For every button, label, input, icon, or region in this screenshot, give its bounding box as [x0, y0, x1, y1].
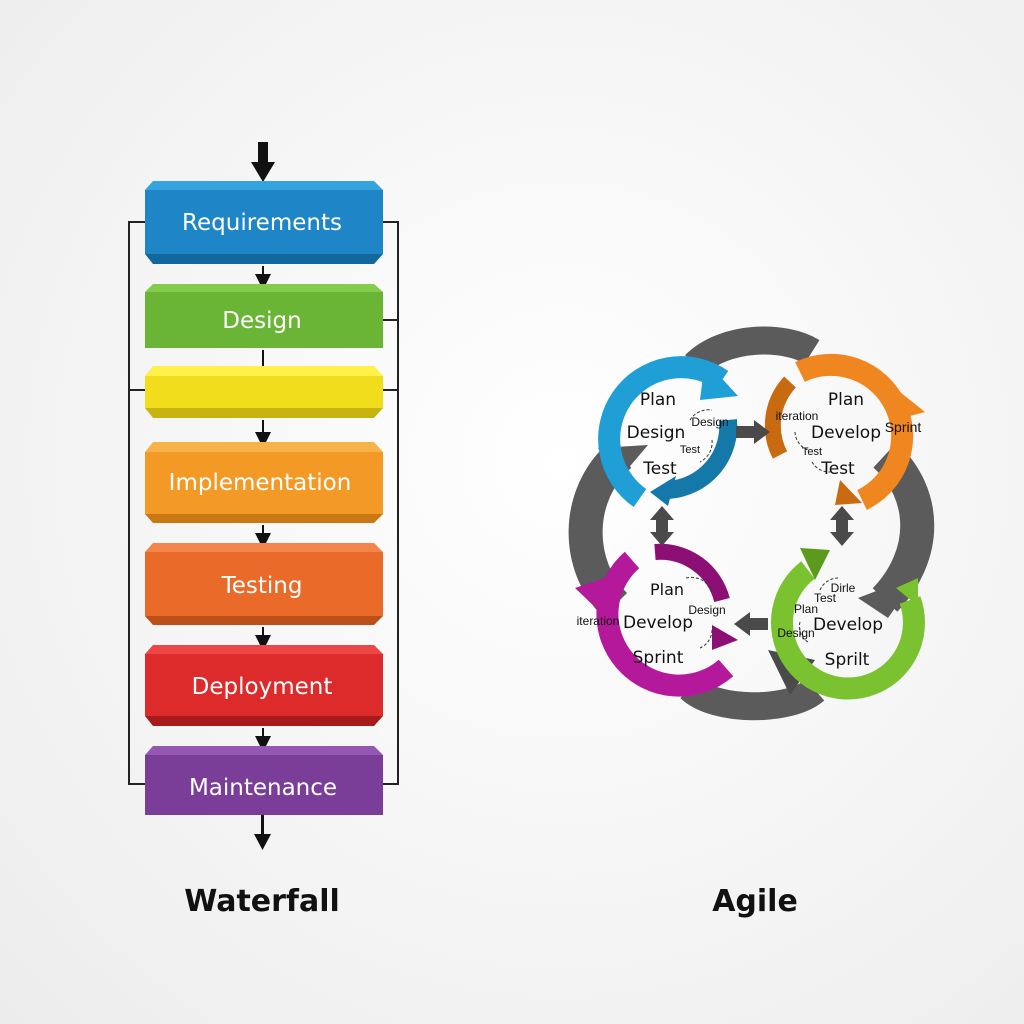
- waterfall-feedback-left-line: [128, 221, 145, 785]
- cycle-arrowhead: [896, 578, 918, 606]
- agile-arrow-orange-green-bidirectional: [830, 506, 854, 546]
- cycle-label-develop: Develop: [623, 613, 693, 633]
- cycle-small-label-plan: Plan: [794, 602, 818, 616]
- outer-loop-bottom: [680, 676, 825, 721]
- waterfall-stage-design: Design: [145, 284, 383, 348]
- cycle-arrowhead: [575, 578, 605, 610]
- cycle-label-sprilt: Sprilt: [825, 650, 870, 670]
- cycle-small-label-design: Design: [691, 415, 728, 429]
- agile-cycle-blue: Plan Design Test Design Test: [598, 356, 738, 508]
- cycle-mini-arrow: [798, 577, 839, 643]
- cycle-ring-top-arc: [654, 543, 730, 603]
- agile-cycle-magenta: Plan Develop Sprint Design iteration: [575, 543, 738, 697]
- cycle-small-label-test: Test: [814, 591, 837, 605]
- waterfall-stage-maintenance: Maintenance: [145, 746, 383, 815]
- cycle-ring-inner-arc: [667, 419, 738, 499]
- stage-label: Maintenance: [189, 775, 337, 801]
- outer-loop-top: [685, 326, 820, 376]
- cycle-arrowhead: [835, 480, 862, 505]
- stage-label: Deployment: [192, 674, 333, 700]
- cycle-label-plan: Plan: [650, 580, 684, 599]
- cycle-arrowhead: [712, 625, 738, 650]
- waterfall-entry-arrow: [251, 142, 275, 182]
- cycle-small-label-iteration: iteration: [776, 409, 819, 423]
- waterfall-stage-deployment: Deployment: [145, 645, 383, 726]
- cycle-arrowhead: [895, 392, 925, 420]
- stage-label: Testing: [221, 573, 303, 599]
- cycle-mini-arrow: [685, 576, 713, 649]
- cycle-small-label-dirle: Dirle: [831, 581, 856, 595]
- waterfall-stage-testing: Testing: [145, 543, 383, 625]
- agile-cycle-orange: Plan Develop Test iteration Sprint Test: [764, 353, 925, 510]
- cycle-label-plan: Plan: [640, 390, 676, 410]
- waterfall-exit-arrow: [254, 815, 271, 850]
- waterfall-caption: Waterfall: [184, 884, 340, 919]
- cycle-label-design: Design: [627, 423, 686, 443]
- waterfall-stage-yellow: [145, 366, 383, 418]
- cycle-label-test: Test: [820, 459, 855, 479]
- cycle-mini-arrow: [689, 409, 713, 463]
- cycle-arrowhead: [800, 548, 830, 580]
- cycle-label-test: Test: [642, 459, 677, 479]
- cycle-small-label-design: Design: [688, 603, 725, 617]
- cycle-arrowhead: [650, 476, 676, 506]
- waterfall-feedback-right-line: [383, 221, 399, 785]
- cycle-label-develop: Develop: [813, 615, 883, 635]
- cycle-ring: [598, 356, 729, 508]
- cycle-ring: [770, 561, 925, 700]
- cycle-small-label-sprint: Sprint: [885, 419, 922, 435]
- cycle-label-plan: Plan: [828, 390, 864, 410]
- cycle-arrowhead: [700, 360, 738, 400]
- agile-caption: Agile: [712, 884, 798, 919]
- waterfall-diagram: Requirements Design Implementation: [128, 142, 399, 850]
- cycle-small-label-test: Test: [802, 446, 822, 458]
- cycle-ring-left-arc: [764, 376, 797, 459]
- cycle-ring: [596, 551, 734, 697]
- stage-top-face: [145, 181, 383, 190]
- cycle-small-label-test: Test: [680, 444, 700, 456]
- cycle-small-label-design: Design: [777, 626, 814, 640]
- agile-arrow-green-to-magenta: [734, 612, 768, 636]
- stage-label: Design: [222, 308, 301, 334]
- agile-arrow-blue-magenta-bidirectional: [650, 506, 674, 546]
- stage-label: Requirements: [182, 210, 342, 236]
- cycle-label-develop: Develop: [811, 423, 881, 443]
- agile-cycle-green: Develop Sprilt Dirle Test Plan Design: [770, 548, 925, 700]
- waterfall-stage-implementation: Implementation: [145, 442, 383, 523]
- cycle-small-label-iteration: iteration: [577, 614, 620, 628]
- waterfall-stage-requirements: Requirements: [145, 181, 383, 264]
- cycle-label-sprint: Sprint: [633, 648, 684, 668]
- cycle-ring: [795, 353, 914, 510]
- agile-diagram: Plan Design Test Design Test Plan Develo…: [568, 326, 935, 721]
- agile-arrow-blue-to-orange: [736, 420, 770, 444]
- stage-label: Implementation: [169, 470, 352, 496]
- cycle-mini-arrow: [794, 431, 831, 473]
